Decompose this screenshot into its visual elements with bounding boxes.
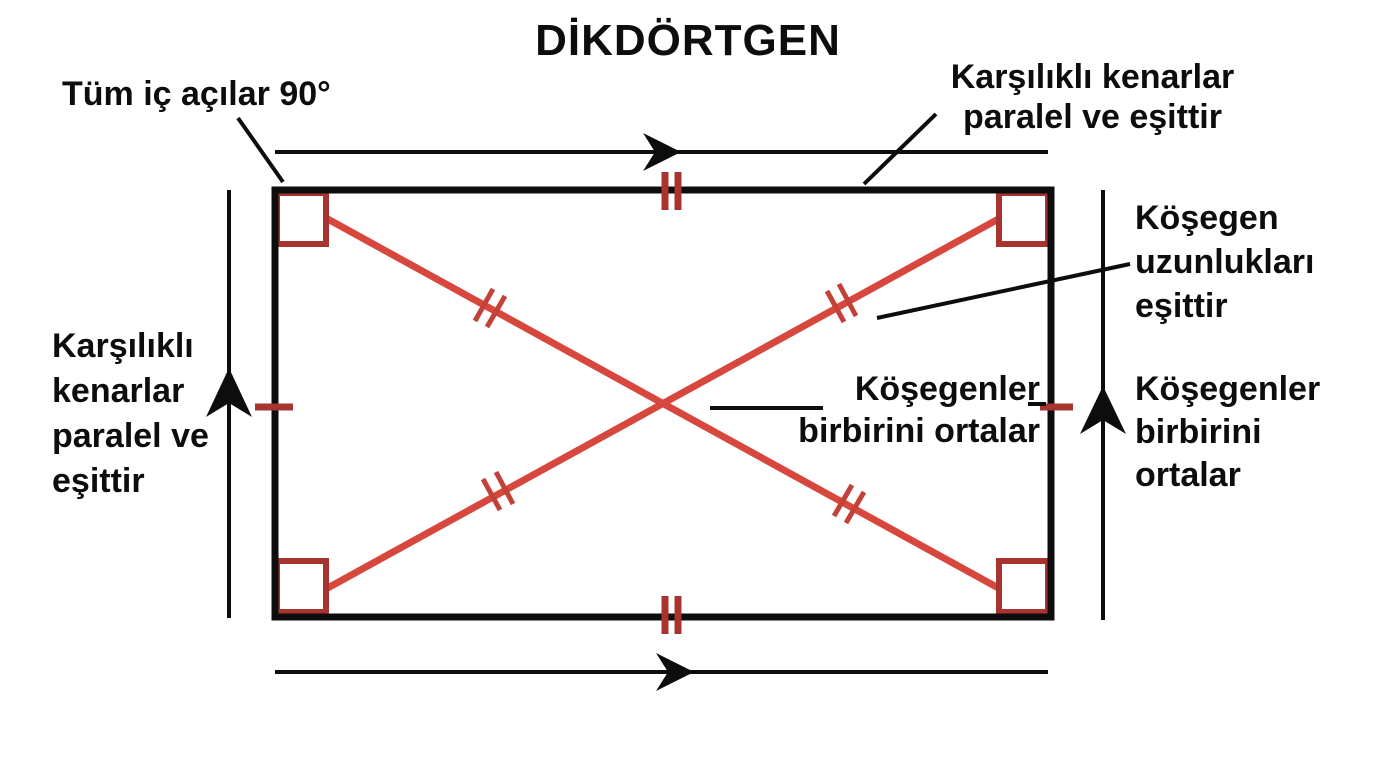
label-opposite-sides-left: Karşılıklı kenarlar paralel ve eşittir bbox=[52, 327, 209, 500]
diagonal-tick bbox=[824, 289, 847, 324]
side-tick-marks bbox=[255, 172, 1073, 634]
annotation-pointer-lines bbox=[236, 112, 1131, 410]
pointer-interior-angles bbox=[236, 116, 285, 184]
label-diagonal-lengths: Köşegen uzunlukları eşittir bbox=[1135, 199, 1315, 325]
right-arrowhead-icon bbox=[1080, 386, 1126, 434]
label-diagonals-bisect: Köşegenler birbirini ortalar bbox=[1135, 370, 1321, 494]
pointer-diagonal-lengths bbox=[876, 262, 1131, 320]
diagonal-tick bbox=[484, 294, 508, 329]
diagonal-tick bbox=[831, 483, 855, 518]
diagonal-bottomleft-topright bbox=[273, 186, 1053, 621]
diagonal-tick bbox=[480, 477, 503, 512]
label-opposite-sides-top: Karşılıklı kenarlar paralel ve eşittir bbox=[950, 58, 1235, 136]
bottom-arrowhead-icon bbox=[656, 653, 694, 691]
page-title: DİKDÖRTGEN bbox=[535, 16, 841, 65]
pointer-opposite-sides-top bbox=[862, 112, 938, 186]
right-angle-marker-topleft bbox=[274, 190, 329, 247]
diagonal-tick bbox=[493, 470, 516, 506]
diagonal-tick-marks bbox=[472, 282, 867, 525]
right-angle-marker-bottomright bbox=[996, 558, 1051, 615]
left-arrowhead-icon bbox=[206, 368, 252, 417]
diagonal-tick bbox=[472, 287, 496, 323]
top-arrowhead-icon bbox=[643, 133, 681, 171]
label-diagonals-bisect-inner: Köşegenler birbirini ortalar bbox=[798, 370, 1040, 450]
right-angle-marker-bottomleft bbox=[274, 558, 329, 615]
diagonal-tick bbox=[843, 490, 867, 525]
diagonal-tick bbox=[836, 282, 859, 318]
diagonal-lines bbox=[273, 186, 1053, 621]
label-interior-angles: Tüm iç açılar 90° bbox=[62, 75, 331, 113]
right-angle-marker-topright bbox=[996, 190, 1051, 247]
